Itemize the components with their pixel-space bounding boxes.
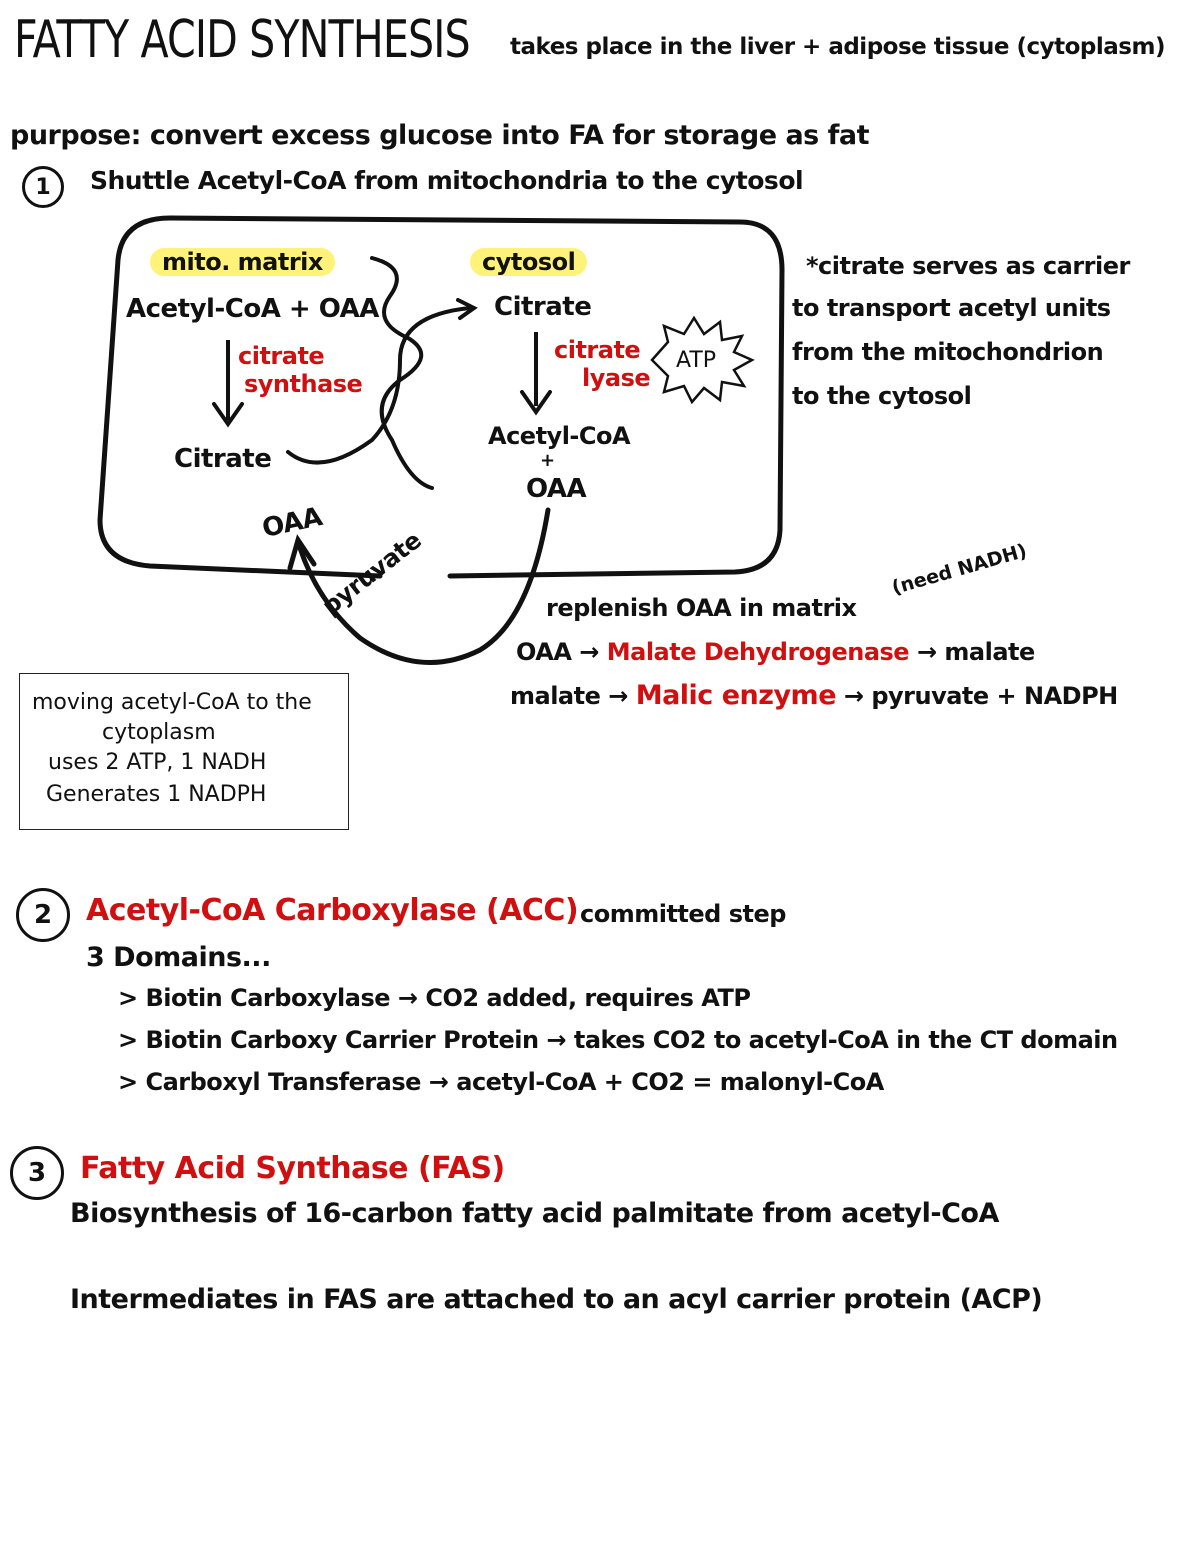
oaa-return-arrow [297, 507, 551, 665]
malic-end: → pyruvate + NADPH [843, 682, 1118, 710]
atp-burst-shape [650, 315, 755, 405]
membrane-squiggle [370, 256, 434, 490]
malate-dehydrogenase-enzyme: Malate Dehydrogenase [606, 638, 910, 666]
committed-step-tag: committed step [580, 900, 786, 928]
shuttle-diagram-drawing [97, 215, 785, 665]
step-2-heading: Acetyl-CoA Carboxylase (ACC) [86, 893, 579, 928]
step-2-number: 2 [16, 888, 70, 942]
mito-reactants: Acetyl-CoA + OAA [126, 294, 379, 324]
location-note: takes place in the liver + adipose tissu… [510, 34, 1165, 60]
mito-citrate: Citrate [174, 444, 272, 474]
malate-dh-start: OAA → [516, 638, 599, 666]
box-note-line2: cytoplasm [102, 720, 216, 745]
cytosol-citrate: Citrate [494, 292, 592, 322]
purpose-text: purpose: convert excess glucose into FA … [10, 120, 870, 151]
cytosol-label: cytosol [470, 248, 588, 276]
citrate-transport-arrow [286, 306, 472, 465]
domain-carboxyl-transferase: > Carboxyl Transferase → acetyl-CoA + CO… [118, 1068, 884, 1096]
malic-enzyme: Malic enzyme [635, 680, 837, 711]
cytosol-acetyl-coa: Acetyl-CoA [488, 422, 631, 450]
citrate-lyase-line1: citrate [554, 336, 641, 364]
step-3-heading: Fatty Acid Synthase (FAS) [80, 1151, 505, 1186]
side-note-line3: from the mitochondrion [792, 338, 1104, 366]
page-title: FATTY ACID SYNTHESIS [14, 10, 471, 70]
side-note-line2: to transport acetyl units [792, 294, 1111, 322]
step-3-number: 3 [10, 1146, 64, 1200]
malate-dh-end: → malate [916, 638, 1035, 666]
domain-biotin-carboxylase: > Biotin Carboxylase → CO2 added, requir… [118, 984, 751, 1012]
malic-enzyme-line: malate → Malic enzyme → pyruvate + NADPH [510, 682, 1118, 709]
domain-bccp: > Biotin Carboxy Carrier Protein → takes… [118, 1026, 1118, 1054]
atp-cost-note-box [19, 673, 349, 830]
step-1-heading: Shuttle Acetyl-CoA from mitochondria to … [90, 166, 804, 195]
cell-boundary [97, 215, 785, 579]
fas-acp-line: Intermediates in FAS are attached to an … [70, 1284, 1043, 1315]
malate-dh-line: OAA → Malate Dehydrogenase → malate [516, 640, 1035, 664]
citrate-synthase-line2: synthase [244, 370, 363, 398]
citrate-synthase-line1: citrate [238, 342, 325, 370]
malic-start: malate → [510, 682, 628, 710]
fas-biosynthesis-line: Biosynthesis of 16-carbon fatty acid pal… [70, 1198, 999, 1229]
citrate-lyase-line2: lyase [582, 364, 651, 392]
step-1-number: 1 [22, 166, 64, 208]
cytosol-plus: + [540, 450, 555, 471]
domains-label: 3 Domains... [86, 942, 271, 973]
mito-matrix-label: mito. matrix [150, 248, 335, 276]
atp-burst-label: ATP [676, 348, 717, 373]
box-note-line4: Generates 1 NADPH [46, 782, 267, 807]
replenish-line: replenish OAA in matrix [546, 594, 857, 622]
box-note-line1: moving acetyl-CoA to the [32, 690, 312, 715]
box-note-line3: uses 2 ATP, 1 NADH [48, 750, 267, 775]
side-note-line4: to the cytosol [792, 382, 972, 410]
side-note-line1: *citrate serves as carrier [806, 252, 1130, 280]
cytosol-oaa: OAA [526, 474, 587, 504]
